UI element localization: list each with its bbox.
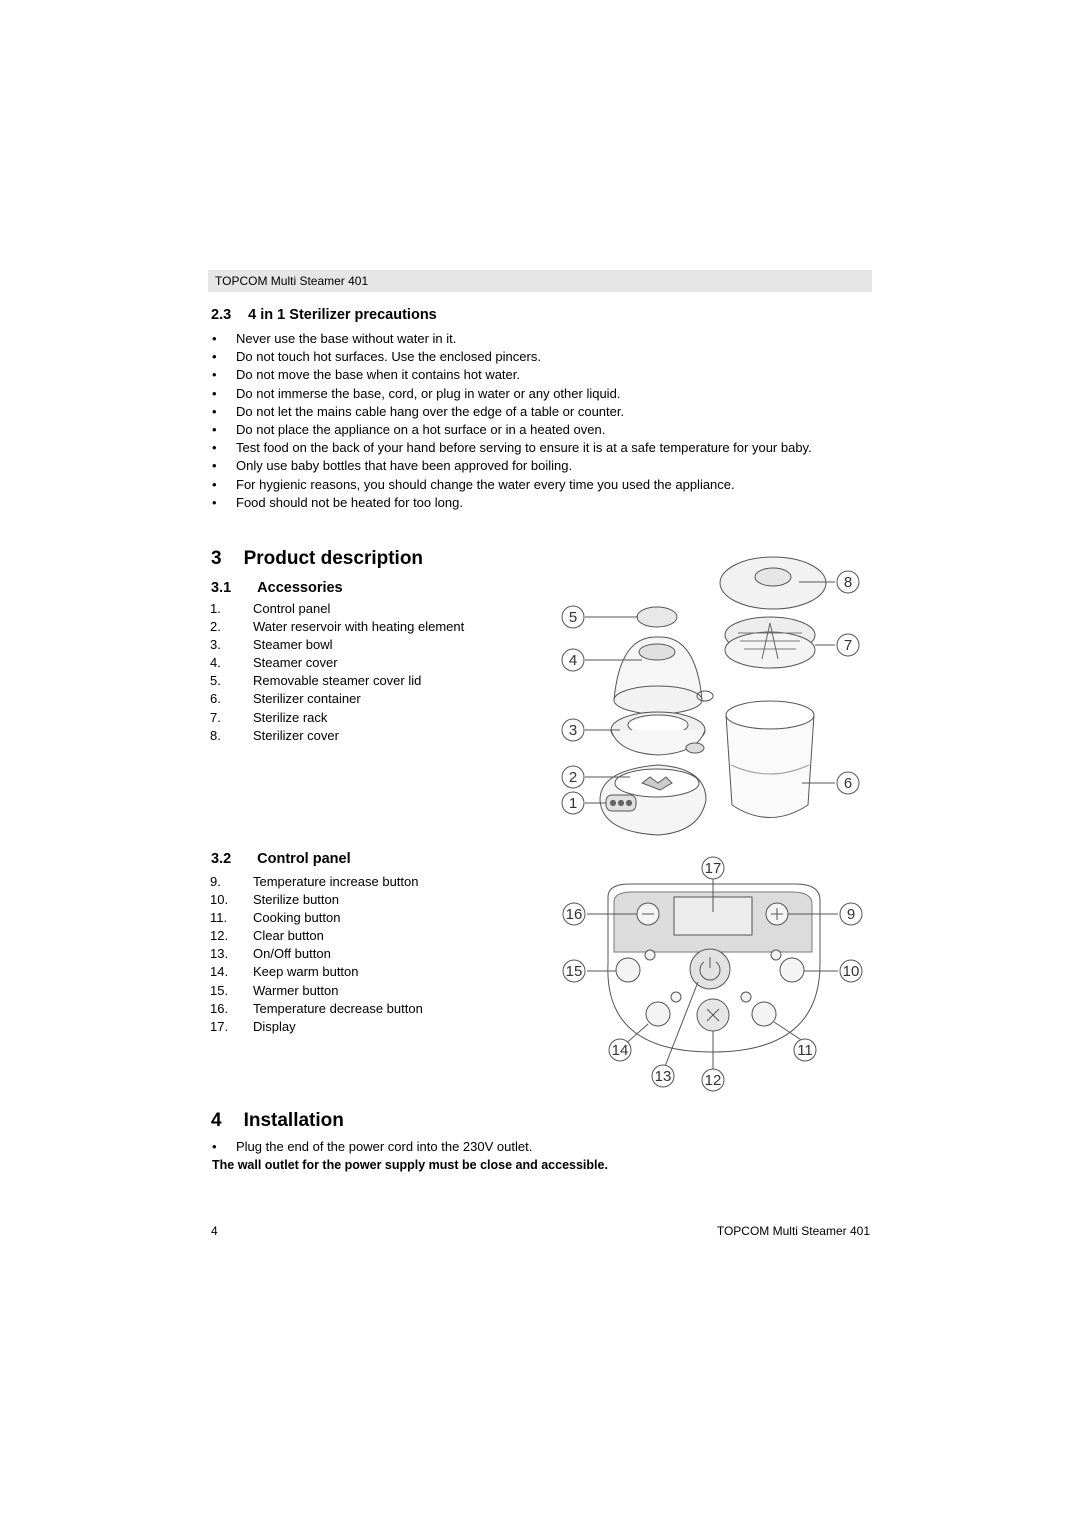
list-item: 1.Control panel (210, 601, 331, 616)
list-item: 16.Temperature decrease button (210, 1000, 423, 1016)
accessories-list: 1.Control panel 2.Water reservoir with h… (210, 600, 464, 745)
precautions-list: Never use the base without water in it. … (209, 330, 859, 512)
callout-9: 9 (847, 906, 855, 923)
callout-10: 10 (843, 963, 860, 980)
list-item: 15.Warmer button (210, 982, 339, 998)
section-title: 4 in 1 Sterilizer precautions (248, 307, 437, 323)
callout-17: 17 (705, 860, 722, 877)
section-title: Installation (243, 1110, 344, 1131)
list-item: Never use the base without water in it. (209, 330, 859, 348)
section-title: Control panel (257, 851, 351, 867)
section-number: 3.2 (211, 851, 232, 867)
list-item: Do not move the base when it contains ho… (209, 366, 859, 384)
section-4-heading: 4 Installation (211, 1110, 344, 1132)
list-item: Food should not be heated for too long. (209, 494, 859, 512)
list-item: 10.Sterilize button (210, 892, 339, 908)
list-item: 7.Sterilize rack (210, 709, 328, 725)
section-3-2-heading: 3.2 Control panel (211, 851, 351, 867)
list-item: 14.Keep warm button (210, 964, 359, 980)
list-item: 2.Water reservoir with heating element (210, 619, 465, 635)
section-number: 2.3 (211, 307, 232, 323)
list-item: 8.Sterilizer cover (210, 727, 339, 743)
list-item: 5.Removable steamer cover lid (210, 673, 422, 689)
installation-list: Plug the end of the power cord into the … (209, 1138, 859, 1156)
footer-title: TOPCOM Multi Steamer 401 (716, 1224, 870, 1238)
callout-14: 14 (612, 1042, 629, 1059)
header-bar (208, 270, 872, 292)
callout-8: 8 (844, 574, 852, 591)
callout-7: 7 (844, 637, 852, 654)
callout-3: 3 (569, 722, 577, 739)
list-item: 6.Sterilizer container (210, 691, 361, 707)
section-title: Product description (243, 548, 424, 569)
list-item: 4.Steamer cover (210, 655, 338, 671)
section-title: Accessories (257, 580, 343, 596)
callout-13: 13 (655, 1068, 672, 1085)
callout-12: 12 (705, 1072, 722, 1089)
list-item: 17.Display (210, 1018, 296, 1034)
list-item: Only use baby bottles that have been app… (209, 457, 859, 475)
callout-5: 5 (569, 609, 577, 626)
header-title: TOPCOM Multi Steamer 401 (215, 274, 369, 288)
control-panel-list: 9.Temperature increase button 10.Sterili… (210, 873, 423, 1036)
list-item: Do not touch hot surfaces. Use the enclo… (209, 348, 859, 366)
callout-1: 1 (569, 795, 577, 812)
section-number: 3.1 (211, 580, 232, 596)
list-item: 9.Temperature increase button (210, 874, 419, 889)
callout-6: 6 (844, 775, 852, 792)
list-item: For hygienic reasons, you should change … (209, 476, 859, 494)
list-item: Test food on the back of your hand befor… (209, 439, 846, 457)
section-number: 3 (211, 548, 222, 569)
list-item: Do not immerse the base, cord, or plug i… (209, 385, 859, 403)
product-exploded-diagram: 8 7 6 5 4 3 2 1 (561, 556, 860, 836)
list-item: 3.Steamer bowl (210, 637, 333, 653)
callout-2: 2 (569, 769, 577, 786)
page-number: 4 (211, 1224, 218, 1238)
callout-11: 11 (797, 1042, 813, 1059)
list-item: 13.On/Off button (210, 946, 331, 962)
control-panel-diagram: 17 16 9 15 10 14 11 13 12 (562, 856, 863, 1092)
list-item: Do not let the mains cable hang over the… (209, 403, 859, 421)
list-item: 11.Cooking button (210, 910, 341, 926)
callout-4: 4 (569, 652, 577, 669)
installation-note: The wall outlet for the power supply mus… (212, 1158, 608, 1172)
callout-16: 16 (566, 906, 583, 923)
list-item: 12.Clear button (210, 928, 324, 944)
section-3-1-heading: 3.1 Accessories (211, 580, 343, 596)
section-2-3-heading: 2.3 4 in 1 Sterilizer precautions (211, 307, 437, 323)
callout-15: 15 (566, 963, 583, 980)
list-item: Do not place the appliance on a hot surf… (209, 421, 859, 439)
section-3-heading: 3 Product description (211, 548, 423, 570)
list-item: Plug the end of the power cord into the … (209, 1138, 859, 1156)
section-number: 4 (211, 1110, 222, 1131)
